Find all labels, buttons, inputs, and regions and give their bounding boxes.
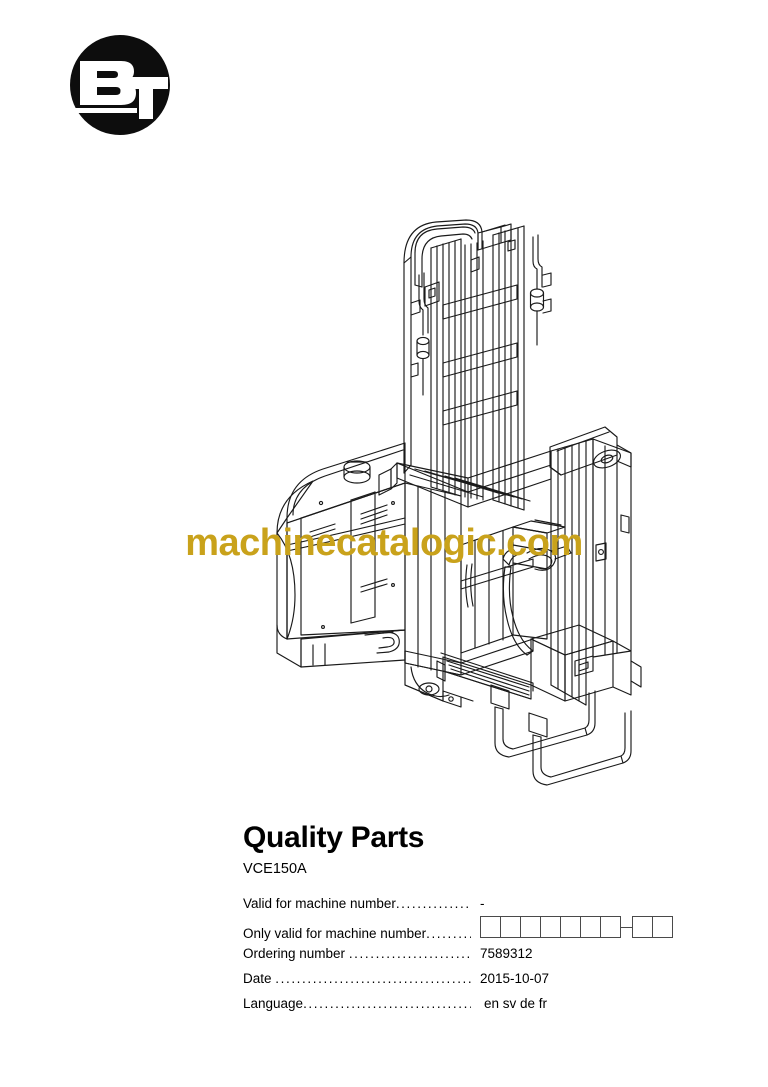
page-title: Quality Parts — [243, 821, 425, 854]
machine-number-box[interactable] — [520, 916, 541, 939]
info-row-ordering-number: Ordering number ........................… — [243, 941, 703, 966]
info-row-only-valid-for-machine-number: Only valid for machine number...........… — [243, 916, 703, 941]
value-language: en sv de fr — [484, 996, 548, 1012]
info-row-date: Date ...................................… — [243, 966, 703, 991]
value-date: 2015-10-07 — [480, 971, 550, 987]
value-ordering-number: 7589312 — [480, 946, 533, 962]
bt-logo — [68, 33, 172, 137]
machine-number-separator-dash — [621, 926, 632, 928]
machine-number-box[interactable] — [652, 916, 673, 939]
forklift-order-picker-line-drawing — [265, 215, 695, 795]
mast-assembly — [403, 219, 552, 511]
truck-body — [276, 442, 406, 668]
machine-number-box[interactable] — [500, 916, 521, 939]
info-row-valid-for-machine-number: Valid for machine number................… — [243, 891, 703, 916]
label-date: Date — [243, 971, 276, 987]
info-row-language: Language................................… — [243, 991, 703, 1016]
label-language: Language — [243, 996, 304, 1012]
machine-number-box[interactable] — [480, 916, 501, 939]
machine-number-box[interactable] — [600, 916, 621, 939]
machine-number-box[interactable] — [632, 916, 653, 939]
leader-dots: ........................................… — [303, 996, 471, 1012]
machine-drawing-svg — [276, 219, 642, 786]
machine-number-box[interactable] — [580, 916, 601, 939]
fork-carriage — [436, 624, 642, 786]
drive-unit — [404, 650, 474, 708]
label-ordering-number: Ordering number — [243, 946, 349, 962]
label-only-valid-for-machine-number: Only valid for machine number — [243, 926, 427, 942]
leader-dots: .................................. — [348, 946, 471, 962]
machine-number-boxes[interactable] — [471, 916, 673, 939]
model-designation: VCE150A — [243, 860, 307, 877]
right-mast-column — [550, 438, 632, 706]
machine-number-box[interactable] — [540, 916, 561, 939]
machine-number-box[interactable] — [560, 916, 581, 939]
bt-logo-icon — [70, 35, 170, 135]
label-valid-for-machine-number: Valid for machine number — [243, 896, 396, 912]
leader-dots: ............ — [426, 926, 471, 942]
leader-dots: ..................... — [395, 896, 471, 912]
value-valid-for-machine-number: - — [480, 896, 485, 912]
document-info-block: Quality Parts VCE150A Valid for machine … — [243, 822, 703, 1016]
leader-dots: ........................................… — [275, 971, 471, 987]
